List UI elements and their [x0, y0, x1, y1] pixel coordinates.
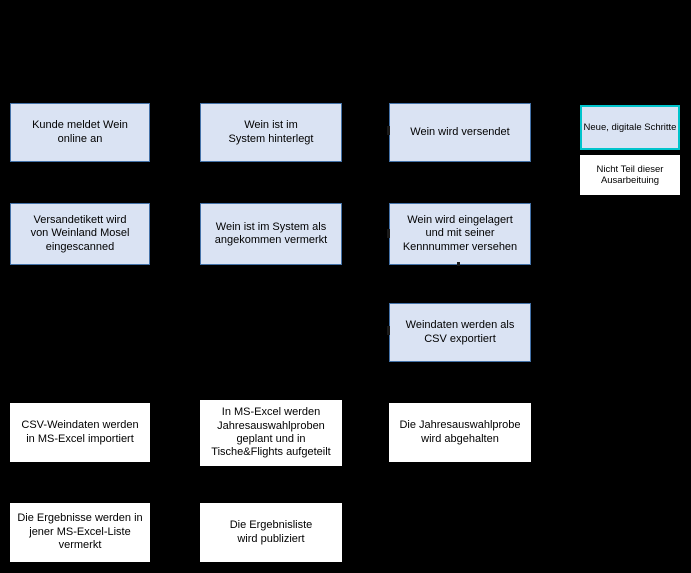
process-node-wein-wird-versendet[interactable]: Wein wird versendet [389, 103, 531, 162]
process-node-versandetikett-wird-eingescanned[interactable]: Versandetikett wird von Weinland Mosel e… [10, 203, 150, 265]
process-node-die-jahresauswahlprobe-wird-abgehalten[interactable]: Die Jahresauswahlprobe wird abgehalten [389, 403, 531, 462]
legend-item-legend-not-part: Nicht Teil dieser Ausarbeituing [580, 155, 680, 195]
process-node-in-ms-excel-jahresauswahlproben-geplant[interactable]: In MS-Excel werden Jahresauswahlproben g… [200, 400, 342, 466]
process-node-wein-ist-im-system-hinterlegt[interactable]: Wein ist im System hinterlegt [200, 103, 342, 162]
connector-tick-csv-export-icon [387, 326, 390, 335]
connector-tick-versendet-icon [387, 126, 390, 135]
legend-item-legend-digital: Neue, digitale Schritte [580, 105, 680, 150]
connector-tick-eingelagert-icon [387, 229, 390, 238]
process-node-weindaten-werden-als-csv-exportiert[interactable]: Weindaten werden als CSV exportiert [389, 303, 531, 362]
process-node-csv-weindaten-werden-in-ms-excel-importiert[interactable]: CSV-Weindaten werden in MS-Excel importi… [10, 403, 150, 462]
process-node-die-ergebnisse-werden-vermerkt[interactable]: Die Ergebnisse werden in jener MS-Excel-… [10, 503, 150, 562]
process-node-die-ergebnisliste-wird-publiziert[interactable]: Die Ergebnisliste wird publiziert [200, 503, 342, 562]
process-node-kunde-meldet-wein-online-an[interactable]: Kunde meldet Wein online an [10, 103, 150, 162]
connector-tick-eingelagert-bottom-icon [457, 262, 460, 266]
process-node-wein-wird-eingelagert-kennnummer[interactable]: Wein wird eingelagert und mit seiner Ken… [389, 203, 531, 265]
process-node-wein-ist-im-system-als-angekommen-vermerkt[interactable]: Wein ist im System als angekommen vermer… [200, 203, 342, 265]
